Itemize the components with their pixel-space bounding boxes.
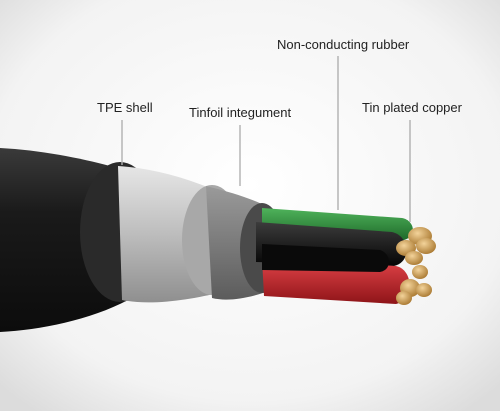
leader-lines: [121, 56, 411, 222]
label-non-conducting-rubber: Non-conducting rubber: [277, 37, 410, 52]
label-tin-plated-copper: Tin plated copper: [362, 100, 462, 115]
copper-strands: [396, 227, 436, 305]
wire-black-lower: [262, 244, 389, 272]
label-tpe-shell: TPE shell: [97, 100, 153, 115]
label-tinfoil-integument: Tinfoil integument: [189, 105, 292, 120]
